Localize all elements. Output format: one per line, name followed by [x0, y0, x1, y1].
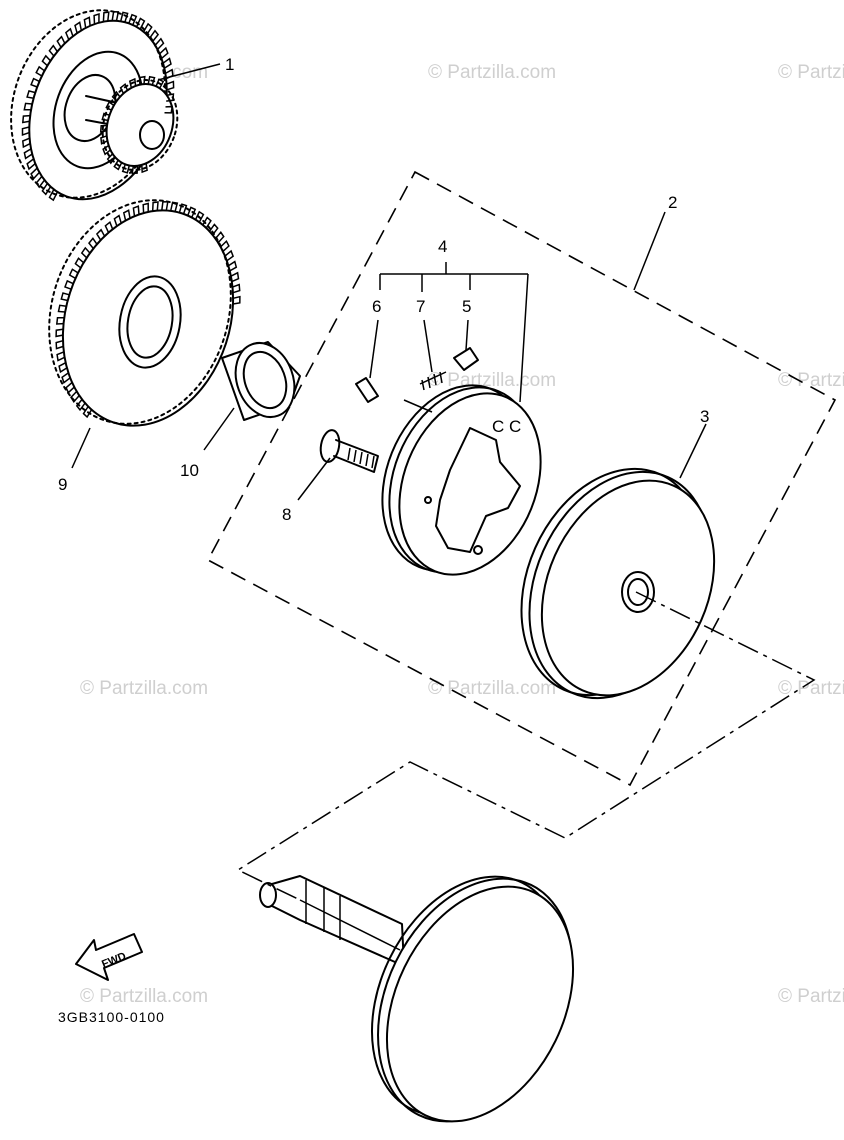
callout-3: 3 [700, 407, 709, 426]
starter-gear-part-9 [48, 199, 235, 427]
watermark-text: © Partzilla.com [428, 62, 556, 83]
callout-4: 4 [438, 237, 447, 256]
gear-teeth-part-1 [21, 11, 175, 202]
spring-part-7 [419, 371, 447, 391]
clutch-marking: C C [492, 417, 521, 436]
watermark-text: © Partzilla.com [80, 986, 208, 1007]
gear-teeth-part-9 [55, 201, 241, 419]
small-parts-5-6-7 [355, 347, 479, 403]
bolt-part-8 [319, 429, 379, 473]
callout-8: 8 [282, 505, 291, 524]
watermark-text: © Partzilla.com [778, 678, 844, 699]
watermark-text: © Partzilla.com [428, 370, 556, 391]
crankshaft-flywheel [259, 875, 575, 1123]
assembly-centerline [236, 591, 816, 901]
watermark-text: © Partzilla.com [778, 370, 844, 391]
callout-10: 10 [180, 461, 199, 480]
watermark-text: © Partzilla.com [778, 62, 844, 83]
pin-part-6 [355, 377, 379, 403]
gear-teeth-part-9-path [55, 201, 241, 419]
callout-9: 9 [58, 475, 67, 494]
gear-teeth-part-1-path [21, 11, 175, 202]
assembly-outline-part-2 [206, 170, 837, 787]
idler-gear-part-1 [10, 9, 179, 201]
watermark-text: © Partzilla.com [428, 678, 556, 699]
part-code: 3GB3100-0100 [58, 1009, 165, 1025]
gear-teeth-small-part-1 [99, 75, 165, 175]
callout-5: 5 [462, 297, 471, 316]
collar-part-10 [221, 341, 301, 421]
watermark-text: © Partzilla.com [80, 678, 208, 699]
watermark-text: © Partzilla.com [778, 986, 844, 1007]
clutch-body-part-4: C C [381, 384, 542, 576]
pin-part-5 [453, 347, 479, 371]
callout-7: 7 [416, 297, 425, 316]
callout-6: 6 [372, 297, 381, 316]
forward-arrow: FWD [75, 933, 143, 981]
callout-2: 2 [668, 193, 677, 212]
gear-teeth-small-part-1-path [99, 75, 165, 175]
clutch-housing-part-3 [520, 467, 716, 700]
callout-1: 1 [225, 55, 234, 74]
leader-lines [71, 63, 707, 501]
